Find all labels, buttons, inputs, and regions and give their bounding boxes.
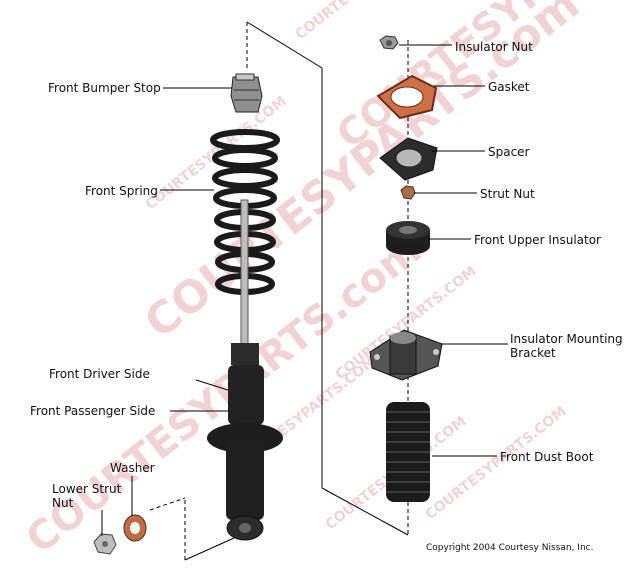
gasket-part xyxy=(376,74,438,120)
label-front-dust-boot: Front Dust Boot xyxy=(500,450,594,464)
label-front-upper-insulator: Front Upper Insulator xyxy=(474,233,601,247)
watermark-small-2: COURTESYPARTS.COM xyxy=(293,0,440,43)
label-lower-strut-nut-line2: Nut xyxy=(52,496,74,510)
front-bumper-stop-part xyxy=(230,73,263,113)
label-spacer: Spacer xyxy=(488,145,530,159)
label-insulator-nut: Insulator Nut xyxy=(455,40,533,54)
front-upper-insulator-part xyxy=(386,221,430,255)
label-front-bumper-stop: Front Bumper Stop xyxy=(48,81,161,95)
spacer-part xyxy=(379,137,438,181)
front-dust-boot-part xyxy=(386,402,430,502)
label-insulator-mounting-line1: Insulator Mounting xyxy=(510,332,623,346)
insulator-mounting-bracket-part xyxy=(369,329,443,381)
insulator-nut-part xyxy=(379,35,399,50)
label-front-passenger-side: Front Passenger Side xyxy=(30,404,156,418)
label-washer: Washer xyxy=(110,461,155,475)
label-front-driver-side: Front Driver Side xyxy=(49,367,150,381)
guide-lines xyxy=(149,21,409,561)
strut-nut-part xyxy=(400,185,416,200)
label-strut-nut: Strut Nut xyxy=(480,187,535,201)
strut-body-part xyxy=(207,199,283,541)
label-gasket: Gasket xyxy=(488,80,530,94)
leader-lines xyxy=(101,44,508,536)
lower-strut-nut-part xyxy=(93,533,117,555)
washer-part xyxy=(123,514,147,542)
label-insulator-mounting-line2: Bracket xyxy=(510,346,556,360)
copyright-notice: Copyright 2004 Courtesy Nissan, Inc. xyxy=(426,543,594,553)
label-lower-strut-nut-line1: Lower Strut xyxy=(52,482,122,496)
label-front-spring: Front Spring xyxy=(85,184,158,198)
